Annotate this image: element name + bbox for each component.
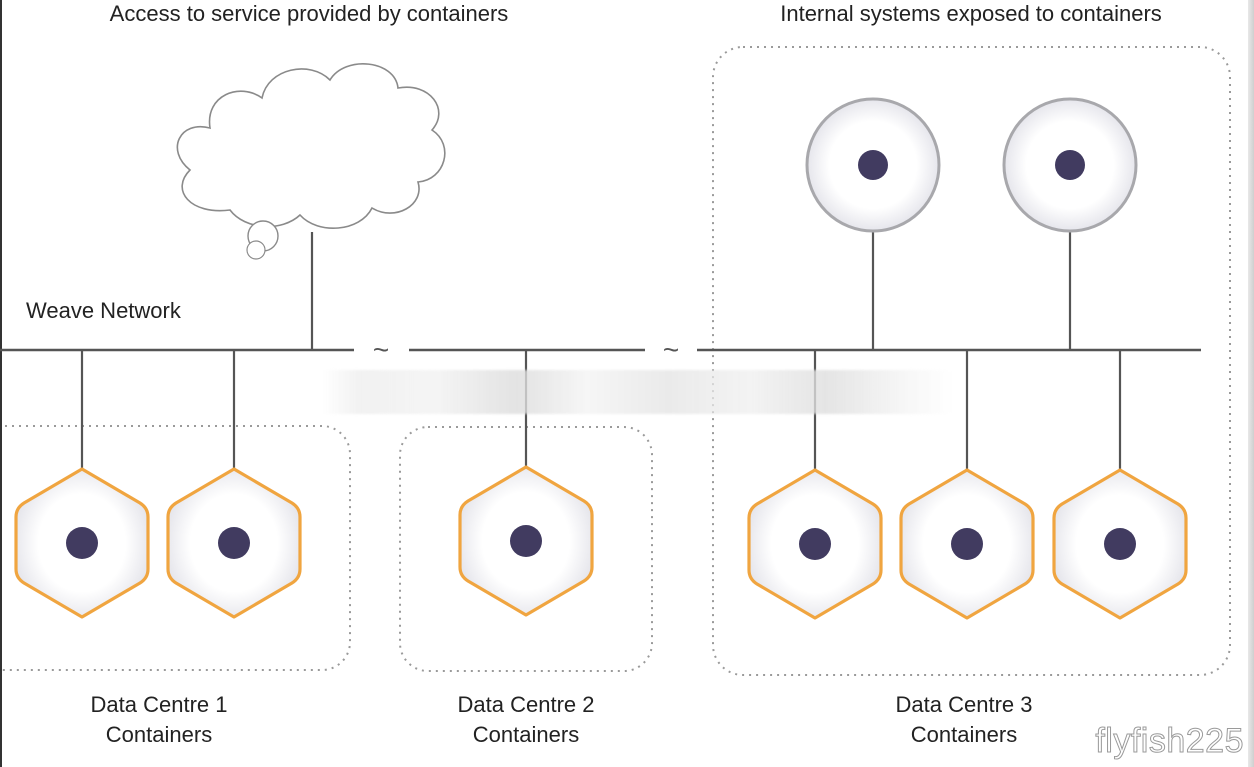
- data-centre-3-label: Data Centre 3 Containers: [896, 690, 1033, 750]
- container-dc1-2: [166, 467, 302, 619]
- internal-system-1: [805, 97, 941, 233]
- container-dc3-3: [1052, 468, 1188, 620]
- container-dot: [799, 528, 831, 560]
- blurred-region: [322, 370, 952, 414]
- container-dc2-1: [458, 465, 594, 617]
- network-break-2: ~: [662, 334, 680, 365]
- container-dot: [1104, 528, 1136, 560]
- cloud-icon: [176, 63, 446, 260]
- container-dc1-1: [14, 467, 150, 619]
- data-centre-1-label: Data Centre 1 Containers: [91, 690, 228, 750]
- data-centre-1-name: Data Centre 1: [90, 692, 228, 717]
- container-dot: [66, 527, 98, 559]
- container-dot: [510, 525, 542, 557]
- data-centre-3-name: Data Centre 3: [895, 692, 1033, 717]
- data-centre-2-name: Data Centre 2: [457, 692, 595, 717]
- container-dc3-1: [747, 468, 883, 620]
- data-centre-2-label: Data Centre 2 Containers: [458, 690, 595, 750]
- data-centre-1-sub: Containers: [105, 722, 213, 747]
- access-title: Access to service provided by containers: [109, 1, 509, 26]
- left-border: [0, 0, 2, 767]
- container-dot: [951, 528, 983, 560]
- system-dot: [1055, 150, 1085, 180]
- right-border: [1248, 0, 1254, 767]
- data-centre-1-boundary: [0, 425, 351, 671]
- data-centre-3-sub: Containers: [910, 722, 1018, 747]
- data-centre-2-sub: Containers: [472, 722, 580, 747]
- container-dc3-2: [899, 468, 1035, 620]
- internal-title: Internal systems exposed to containers: [780, 1, 1162, 26]
- watermark: flyfish225: [1095, 722, 1244, 761]
- network-break-1: ~: [372, 334, 390, 365]
- system-dot: [858, 150, 888, 180]
- container-dot: [218, 527, 250, 559]
- internal-system-2: [1002, 97, 1138, 233]
- weave-network-label: Weave Network: [26, 298, 181, 323]
